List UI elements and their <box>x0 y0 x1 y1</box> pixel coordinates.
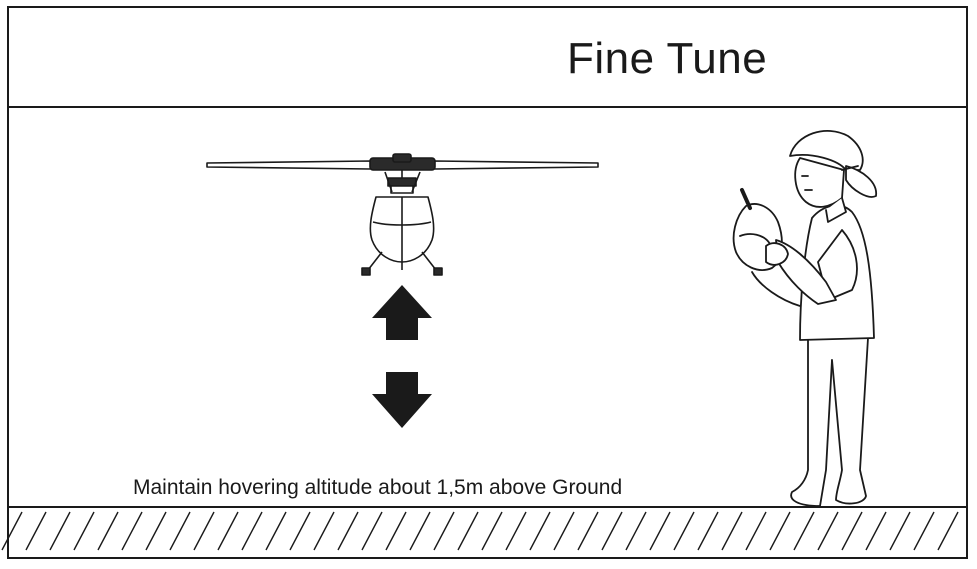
ground-hatch-line <box>601 511 623 551</box>
ground-hatch-line <box>793 511 815 551</box>
page-title: Fine Tune <box>567 34 768 83</box>
ground-hatch-line <box>385 511 407 551</box>
ground-hatch-line <box>313 511 335 551</box>
ground-hatch-line <box>25 511 47 551</box>
ground-hatch-line <box>817 511 839 551</box>
ground-hatch-line <box>145 511 167 551</box>
ground-hatch-line <box>769 511 791 551</box>
ground-hatch-line <box>697 511 719 551</box>
ground-hatch-line <box>673 511 695 551</box>
ground-hatch-line <box>457 511 479 551</box>
header-bar: Fine Tune <box>9 8 966 108</box>
ground-hatch-line <box>433 511 455 551</box>
ground-hatch-line <box>169 511 191 551</box>
ground-hatch-line <box>913 511 935 551</box>
arrow-down-icon <box>372 372 432 428</box>
helicopter-icon <box>206 153 599 276</box>
pilot-with-transmitter-icon <box>732 130 877 507</box>
ground-hatch-line <box>865 511 887 551</box>
ground-hatch-line <box>577 511 599 551</box>
ground-hatch-line <box>937 511 959 551</box>
ground-hatch-line <box>217 511 239 551</box>
ground-hatch-line <box>193 511 215 551</box>
ground-hatch-line <box>529 511 551 551</box>
ground-hatch-line <box>505 511 527 551</box>
ground-hatch-line <box>745 511 767 551</box>
ground-hatch-line <box>841 511 863 551</box>
ground-hatch-line <box>289 511 311 551</box>
ground-hatch-line <box>49 511 71 551</box>
ground-hatching <box>1 506 966 551</box>
ground-hatch-line <box>241 511 263 551</box>
ground-hatch-line <box>481 511 503 551</box>
ground-hatch-line <box>361 511 383 551</box>
ground-hatch-line <box>889 511 911 551</box>
diagram-frame: Fine Tune Maintain hovering altitude abo… <box>7 6 968 559</box>
ground-hatch-line <box>721 511 743 551</box>
ground-hatch-line <box>1 511 23 551</box>
arrow-up-icon <box>372 285 432 340</box>
ground-hatch-line <box>73 511 95 551</box>
ground-hatch-line <box>553 511 575 551</box>
ground-hatch-line <box>337 511 359 551</box>
hover-instruction-caption: Maintain hovering altitude about 1,5m ab… <box>133 476 623 499</box>
ground-hatch-line <box>265 511 287 551</box>
ground-hatch-line <box>649 511 671 551</box>
ground-hatch-line <box>625 511 647 551</box>
ground-hatch-line <box>121 511 143 551</box>
ground-hatch-line <box>409 511 431 551</box>
ground-hatch-line <box>97 511 119 551</box>
